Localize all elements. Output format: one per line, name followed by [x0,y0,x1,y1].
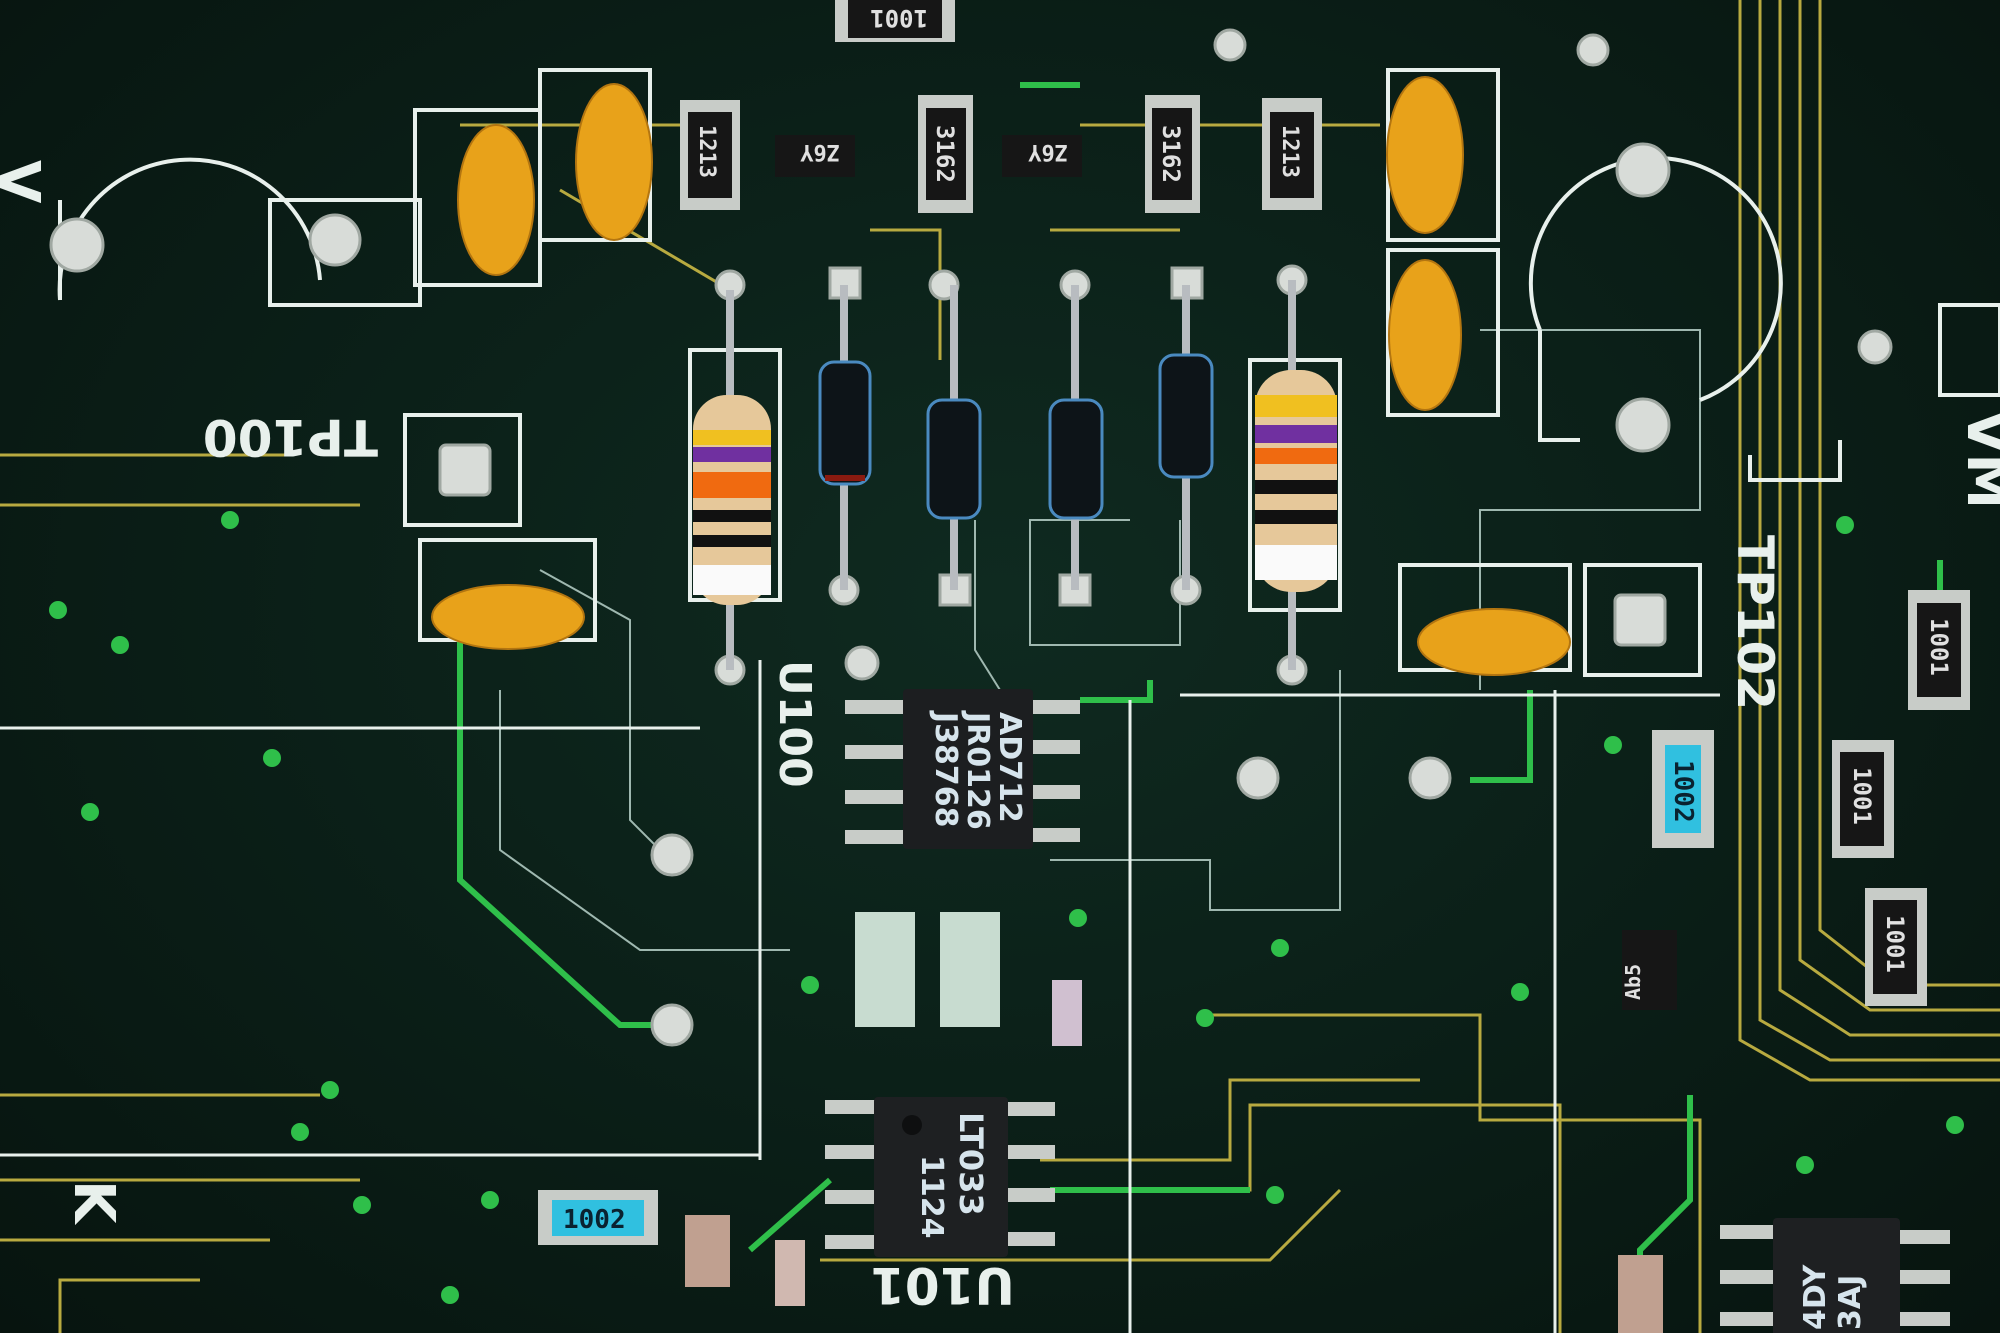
u101-line2: 1124 [914,1155,949,1239]
resistor-axial-1 [693,290,771,670]
r-1002-b: 1002 [1668,760,1698,823]
u100-line3: J38768 [928,710,963,828]
chip-u100 [845,689,1080,849]
label-u100: U100 [769,660,820,788]
r-1001-top: 1001 [870,4,928,32]
q-z6y-b: Z6Y [1028,139,1068,164]
tantalum-capacitors [431,76,1571,676]
small-vias [49,511,1964,1304]
smd-markings: 1002 1002 1001 1001 1001 1001 3162 3162 … [563,4,1953,1235]
silkscreen-labels: TP100 TP102 U100 U101 VM K V [0,160,2000,1314]
r-1001-b: 1001 [1848,767,1876,825]
q-z6y-a: Z6Y [800,139,840,164]
u101-line1: LT033 [952,1112,990,1216]
silkscreen-outlines [57,68,2000,677]
chip-markings: AD712 JR0126 J38768 LT033 1124 4DY 3AJ [914,710,1868,1330]
q-ab5: Ab5 [1621,964,1645,1000]
r-3162-b: 3162 [1157,125,1185,183]
label-tp100: TP100 [203,408,378,466]
r-1002-a: 1002 [563,1205,626,1235]
r-1001-c: 1001 [1881,915,1909,973]
partial-line1: 4DY [1798,1263,1833,1330]
r-1001-a: 1001 [1925,618,1953,676]
label-vm: VM [1954,410,2000,509]
r-1213-a: 1213 [694,125,719,178]
r-1213-b: 1213 [1277,125,1302,178]
u100-line2: JR0126 [960,710,995,830]
partial-line2: 3AJ [1833,1275,1868,1330]
label-tp102: TP102 [1726,535,1784,710]
glass-diodes [818,285,1214,590]
chip-partial [1720,1218,1950,1333]
chip-u101 [825,1097,1055,1257]
label-k: K [61,1180,126,1226]
label-v: V [0,160,51,204]
u100-line1: AD712 [992,712,1027,823]
r-3162-a: 3162 [931,125,959,183]
smd-bodies [538,0,1970,1333]
resistor-axial-2 [1255,280,1337,670]
label-u101: U101 [870,1256,1015,1314]
